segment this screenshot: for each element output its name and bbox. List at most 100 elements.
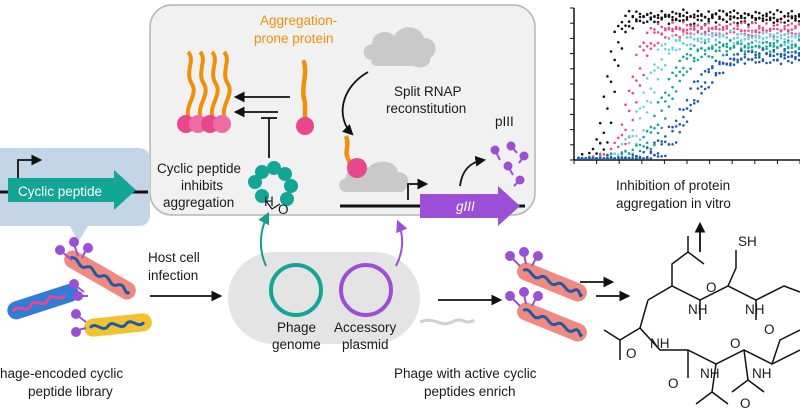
cyclic-peptide-structure <box>603 236 800 405</box>
chart-point <box>776 27 779 31</box>
chart-point <box>660 96 663 99</box>
chart-point <box>768 10 772 14</box>
chart-point <box>761 58 765 61</box>
chart-point <box>678 123 682 126</box>
chart-point <box>653 143 656 147</box>
chart-point <box>797 58 800 62</box>
chart-point <box>725 45 729 49</box>
chem-sh: SH <box>738 234 757 249</box>
chart-point <box>797 38 800 42</box>
chart-point <box>758 11 761 15</box>
chart-point <box>656 48 660 51</box>
chart-point <box>718 15 721 19</box>
chem-o-5: O <box>730 336 741 351</box>
chart-point <box>776 52 779 56</box>
chart-point <box>718 28 721 31</box>
chart-point <box>616 157 620 160</box>
chart-point <box>685 32 689 35</box>
chart-point <box>671 34 674 37</box>
accessory-plasmid-circle <box>339 263 393 317</box>
svg-text:O: O <box>278 202 289 217</box>
chart-point <box>620 142 624 146</box>
chart-point <box>653 141 656 144</box>
chart-point <box>772 50 776 54</box>
chart-point <box>692 56 696 60</box>
chart-point <box>714 71 718 75</box>
chart-point <box>758 16 761 20</box>
chart-point <box>700 40 703 44</box>
chart-point <box>707 37 710 41</box>
chart-point <box>700 13 703 16</box>
chart-point <box>674 27 678 31</box>
chart-point <box>783 14 786 18</box>
chem-nh-5: NH <box>700 366 720 381</box>
chart-point <box>718 46 721 49</box>
chart-point <box>732 31 736 34</box>
chart-point <box>765 29 768 32</box>
chart-point <box>642 48 645 52</box>
chart-point <box>635 18 638 21</box>
chart-point <box>689 35 692 39</box>
promoter-arrow-icon <box>407 178 429 200</box>
chart-point <box>671 15 674 19</box>
chart-point <box>700 85 703 88</box>
chart-point <box>736 24 739 28</box>
chart-point <box>620 133 624 137</box>
chart-point <box>765 18 768 22</box>
chart-point <box>794 24 797 28</box>
chart-point <box>674 48 678 52</box>
chart-point <box>707 10 710 13</box>
chart-point <box>645 20 649 23</box>
chart-point <box>743 21 747 24</box>
chart-point <box>743 50 747 53</box>
chart-point <box>761 17 765 20</box>
chart-point <box>656 22 660 26</box>
piii-label: pIII <box>495 114 514 129</box>
chart-point <box>609 147 613 151</box>
chart-point <box>758 27 761 30</box>
chart-point <box>747 33 750 37</box>
chart-point <box>783 38 786 41</box>
chart-point <box>598 155 602 158</box>
chart-point <box>624 30 627 34</box>
chart-point <box>664 14 667 18</box>
chart-point <box>620 20 624 24</box>
chart-point <box>689 103 692 107</box>
chart-point <box>682 124 685 127</box>
chart-point <box>631 118 635 122</box>
chart-point <box>664 154 667 158</box>
chart-point <box>747 57 750 61</box>
chart-point <box>765 61 768 65</box>
chart-point <box>772 33 776 37</box>
chart-point <box>783 56 786 60</box>
chart-point <box>754 34 758 37</box>
chart-point <box>732 9 736 12</box>
chart-point <box>660 68 663 71</box>
chart-point <box>754 16 758 20</box>
chart-point <box>638 45 642 48</box>
chart-point <box>635 79 638 82</box>
chart-point <box>689 27 692 31</box>
chart-point <box>786 35 790 39</box>
chart-point <box>606 107 609 110</box>
chart-point <box>602 95 606 98</box>
chart-point <box>736 11 739 15</box>
chart-point <box>772 54 776 58</box>
accessory-plasmid-label-2: plasmid <box>342 337 389 352</box>
chart-point <box>779 62 783 66</box>
chart-point <box>667 77 671 81</box>
chart-point <box>743 29 747 32</box>
chart-point <box>772 45 776 48</box>
chart-point <box>790 35 794 38</box>
chart-point <box>685 98 689 102</box>
chart-point <box>725 20 729 24</box>
chart-point <box>620 27 624 31</box>
chart-point <box>783 47 786 51</box>
chart-point <box>609 80 613 84</box>
chart-point <box>667 13 671 17</box>
chart-point <box>721 33 725 37</box>
chart-point <box>635 144 638 147</box>
chem-nh-3: NH <box>650 336 670 351</box>
chart-point <box>797 19 800 23</box>
chart-point <box>772 21 776 24</box>
